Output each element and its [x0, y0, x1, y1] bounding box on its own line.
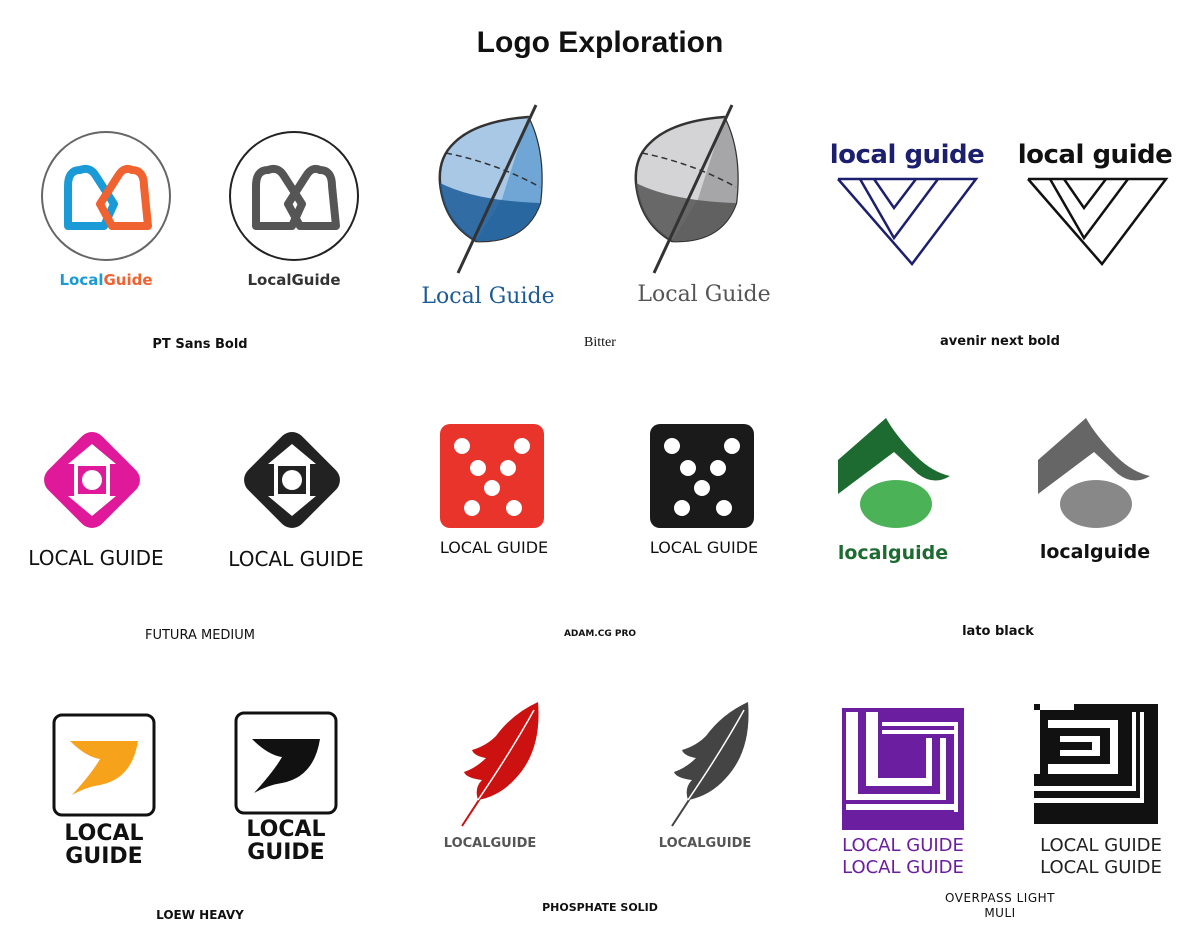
logo-globe-color-wordmark: Local Guide [421, 284, 555, 309]
dice-five-icon [440, 424, 544, 528]
logo-diamond-color-wordmark: LOCAL GUIDE [28, 546, 164, 570]
logo-triangle-caption: avenir next bold [940, 334, 1060, 349]
diamond-target-icon [244, 432, 340, 528]
logo-triangle-color-wordmark: local guide [829, 140, 985, 170]
logo-dice-mono-wordmark: LOCAL GUIDE [649, 538, 759, 557]
globe-pin-icon [438, 104, 543, 274]
logo-feather-color-wordmark: LOCALGUIDE [443, 836, 537, 851]
triangle-v-icon [1027, 177, 1169, 266]
logo-roof-caption: lato black [962, 624, 1034, 639]
page-title: Logo Exploration [476, 26, 724, 59]
maze-square-icon [842, 708, 964, 830]
logo-feather-caption: PHOSPHATE SOLID [542, 901, 658, 914]
feather-icon [671, 702, 749, 827]
logo-roof-color-wordmark: localguide [837, 542, 949, 564]
logo-feather-mono-wordmark: LOCALGUIDE [658, 836, 752, 851]
logo-dice-caption: ADAM.CG PRO [563, 629, 637, 639]
m-loop-icon [229, 131, 359, 261]
triangle-v-icon [837, 177, 979, 266]
logo-roof-mono-wordmark: localguide [1039, 541, 1151, 563]
maze-square-icon [1034, 704, 1158, 824]
m-loop-icon [41, 131, 171, 261]
logo-m-caption: PT Sans Bold [152, 337, 248, 352]
logo-dice-color-wordmark: LOCAL GUIDE [439, 538, 549, 557]
logo-swoosh-caption: LOEW HEAVY [156, 908, 244, 922]
logo-triangle-mono-wordmark: local guide [1017, 140, 1173, 170]
logo-m-mono-wordmark: LocalGuide [247, 271, 341, 289]
logo-m-color-wordmark: LocalGuide [59, 271, 153, 289]
logo-globe-mono-wordmark: Local Guide [637, 282, 771, 307]
logo-diamond-caption: FUTURA MEDIUM [145, 628, 255, 643]
roof-circle-icon [838, 418, 950, 528]
diamond-target-icon [44, 432, 140, 528]
logo-globe-caption: Bitter [584, 335, 616, 350]
swoosh-badge-icon [52, 713, 156, 817]
swoosh-badge-icon [234, 711, 338, 815]
feather-icon [461, 702, 539, 827]
globe-pin-icon [634, 104, 739, 274]
roof-circle-icon [1038, 418, 1150, 528]
logo-diamond-mono-wordmark: LOCAL GUIDE [228, 547, 364, 571]
dice-five-icon [650, 424, 754, 528]
